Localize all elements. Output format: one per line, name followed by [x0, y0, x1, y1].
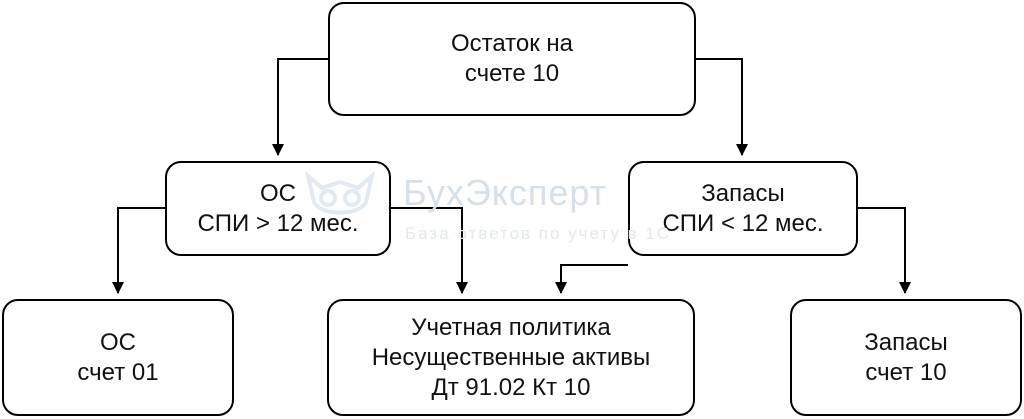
node-os01-line-1: ОС [100, 328, 136, 356]
node-os01-line-2: счет 01 [77, 358, 159, 386]
node-zapasy-line-2: СПИ < 12 мес. [662, 209, 824, 237]
node-os: ОС СПИ > 12 мес. [165, 161, 391, 256]
node-zap10-line-1: Запасы [864, 328, 948, 356]
node-os-line-2: СПИ > 12 мес. [197, 209, 359, 237]
edge-zapasy-to-policy [555, 264, 628, 294]
node-os-line-1: ОС [260, 179, 296, 207]
edge-os-to-os01 [112, 207, 165, 294]
node-policy-line-2: Несущественные активы [371, 343, 651, 371]
node-policy: Учетная политика Несущественные активы Д… [327, 299, 695, 416]
node-policy-line-3: Дт 91.02 Кт 10 [431, 373, 591, 401]
node-zap10-line-2: счет 10 [865, 358, 947, 386]
edge-root-to-os [272, 58, 328, 156]
edge-zapasy-to-zap10 [858, 207, 911, 294]
edge-os-to-policy [391, 207, 468, 294]
node-zap10: Запасы счет 10 [790, 299, 1022, 416]
node-root: Остаток на счете 10 [328, 2, 696, 116]
node-root-line-2: счете 10 [464, 60, 560, 87]
node-zapasy-line-1: Запасы [701, 179, 785, 207]
node-zapasy: Запасы СПИ < 12 мес. [628, 161, 858, 256]
edge-root-to-zapasy [696, 58, 748, 156]
node-os01: ОС счет 01 [2, 299, 234, 416]
node-policy-line-1: Учетная политика [411, 313, 611, 341]
node-root-line-1: Остаток на [450, 30, 574, 57]
